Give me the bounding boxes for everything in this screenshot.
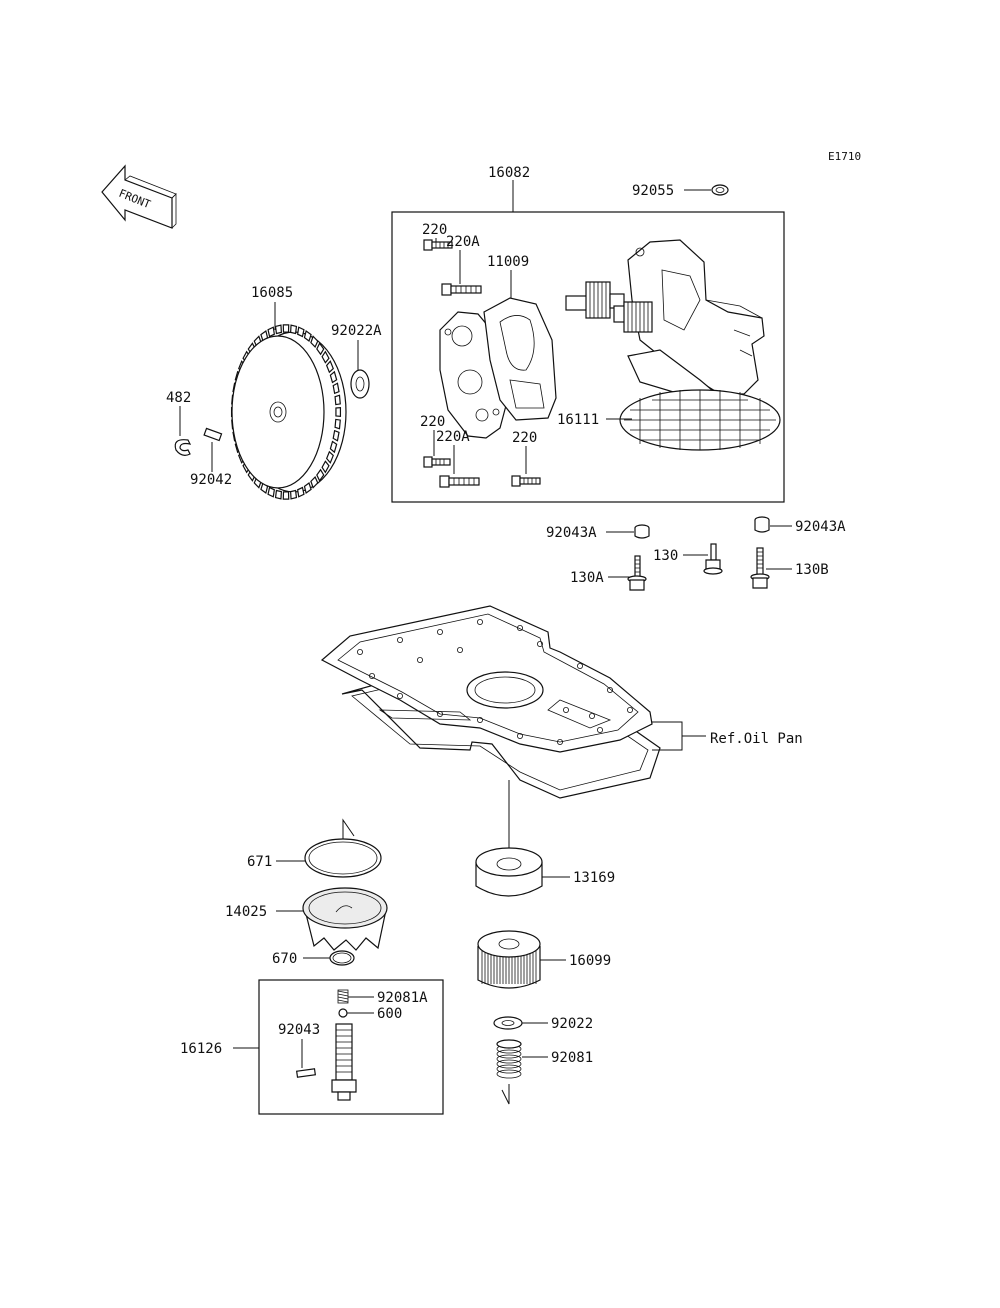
oil-pump-gear-16085	[230, 324, 347, 500]
callout-671: 671	[247, 854, 272, 870]
callout-482: 482	[166, 390, 191, 406]
callout-220-right: 220	[512, 430, 537, 446]
oil-pump-assembly-box	[391, 211, 785, 503]
gasket-11009	[483, 297, 557, 421]
dowel-92043a-right	[754, 516, 770, 533]
callout-16126: 16126	[180, 1041, 222, 1057]
callout-600: 600	[377, 1006, 402, 1022]
bolt-130b	[750, 547, 770, 589]
circlip-482	[174, 439, 192, 456]
bolt-220-right	[511, 475, 541, 487]
bolt-130a	[627, 555, 647, 591]
spring-92081	[496, 1039, 522, 1079]
bolt-220a-top	[441, 283, 482, 296]
washer-92022	[493, 1016, 523, 1030]
callout-92043: 92043	[278, 1022, 320, 1038]
callout-220-mid: 220	[420, 414, 445, 430]
pin-92043	[295, 1068, 317, 1078]
callout-ref-oil-pan: Ref.Oil Pan	[710, 731, 803, 747]
callout-92042: 92042	[190, 472, 232, 488]
callout-92081: 92081	[551, 1050, 593, 1066]
callout-92081a: 92081A	[377, 990, 428, 1006]
spring-92081a	[337, 989, 349, 1004]
o-ring-671	[304, 838, 382, 878]
callout-92043a-left: 92043A	[546, 525, 597, 541]
diagram-code: E1710	[828, 150, 861, 163]
callout-130a: 130A	[570, 570, 604, 586]
relief-valve-body	[331, 1023, 357, 1101]
oil-strainer-16111	[619, 389, 781, 451]
washer-92055	[711, 184, 729, 196]
bolt-220-mid	[423, 456, 451, 468]
pump-rotor-gears	[565, 281, 653, 333]
callout-14025: 14025	[225, 904, 267, 920]
callout-16099: 16099	[569, 953, 611, 969]
callout-92043a-right: 92043A	[795, 519, 846, 535]
bolt-130	[703, 543, 723, 575]
callout-92022a: 92022A	[331, 323, 382, 339]
ball-600	[338, 1008, 348, 1018]
callout-16111: 16111	[557, 412, 599, 428]
filter-cover-14025	[302, 887, 388, 951]
callout-11009: 11009	[487, 254, 529, 270]
callout-220-top: 220	[422, 222, 447, 238]
pin-92042	[203, 427, 223, 442]
callout-130: 130	[653, 548, 678, 564]
oil-filter-16099	[477, 930, 541, 989]
oil-pan-gaskets	[320, 605, 661, 799]
callout-92022: 92022	[551, 1016, 593, 1032]
front-arrow-icon: FRONT	[101, 164, 177, 229]
callout-13169: 13169	[573, 870, 615, 886]
relief-valve-assembly-box	[258, 979, 444, 1115]
callout-220a-mid: 220A	[436, 429, 470, 445]
oil-pan-bolt-holes	[356, 619, 634, 746]
washer-92022a	[350, 369, 370, 399]
callout-130b: 130B	[795, 562, 829, 578]
oil-pump-body	[627, 239, 765, 401]
callout-16082: 16082	[488, 165, 530, 181]
bolt-220-top	[423, 239, 453, 251]
callout-92055: 92055	[632, 183, 674, 199]
dowel-92043a-left	[634, 524, 650, 539]
bolt-220a-mid	[439, 475, 480, 488]
callout-16085: 16085	[251, 285, 293, 301]
callout-220a-top: 220A	[446, 234, 480, 250]
callout-670: 670	[272, 951, 297, 967]
filter-housing-13169	[475, 847, 543, 897]
